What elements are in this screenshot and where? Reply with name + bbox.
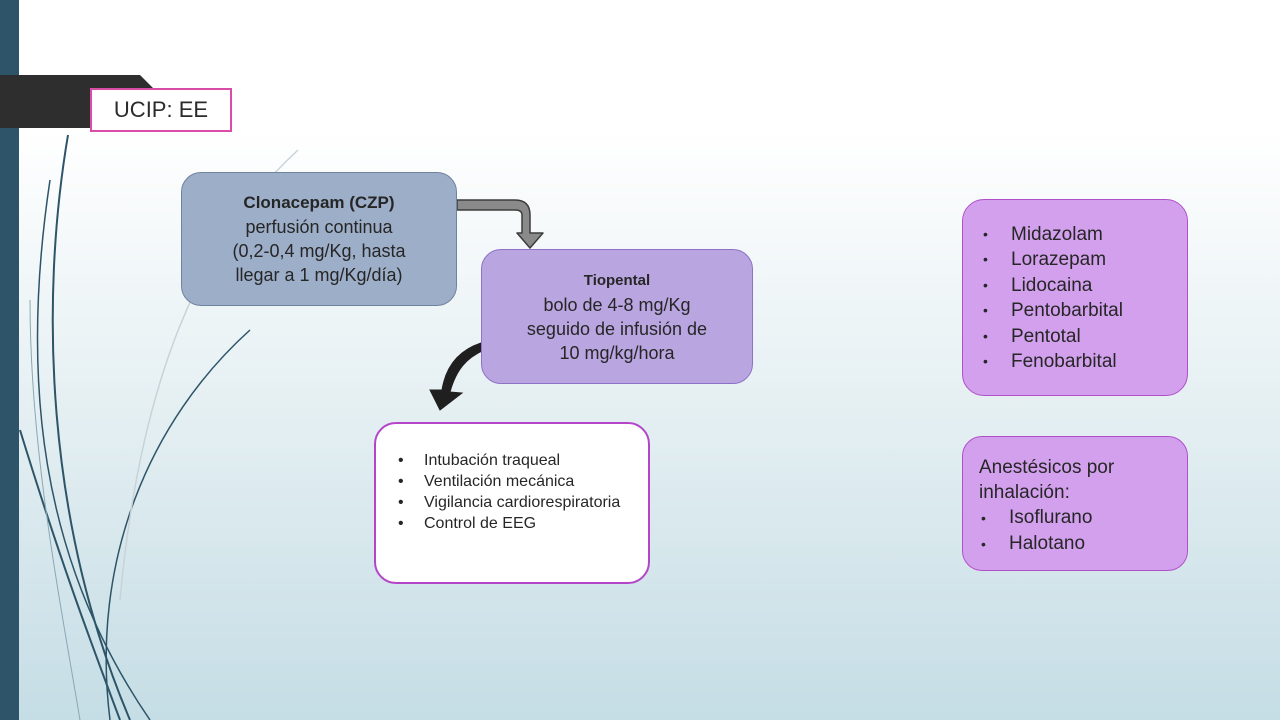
node-tiopental: Tiopental bolo de 4-8 mg/Kg seguido de i…	[481, 249, 753, 384]
care-item: Control de EEG	[398, 513, 638, 534]
tiopental-heading: Tiopental	[583, 271, 651, 289]
left-accent-bar	[0, 0, 19, 720]
bent-arrow-czp-to-tiopental	[456, 199, 544, 249]
care-item: Vigilancia cardiorespiratoria	[398, 492, 638, 513]
inhalation-item: Isoflurano	[979, 505, 1177, 531]
inhalation-heading: Anestésicos por inhalación:	[979, 457, 1115, 503]
clonacepam-line-1: perfusión continua	[245, 217, 393, 237]
node-inhalation-anesthetics: Anestésicos por inhalación: Isoflurano H…	[962, 436, 1188, 571]
drugs-list: Midazolam Lorazepam Lidocaina Pentobarbi…	[983, 222, 1177, 375]
node-care-measures: Intubación traqueal Ventilación mecánica…	[374, 422, 650, 584]
page-title: UCIP: EE	[90, 88, 232, 132]
drug-item: Lidocaina	[983, 273, 1177, 299]
tiopental-line-3: 10 mg/kg/hora	[559, 342, 675, 363]
clonacepam-line-3: llegar a 1 mg/Kg/día)	[235, 265, 403, 285]
tiopental-line-2: seguido de infusión de	[526, 318, 708, 339]
node-drugs: Midazolam Lorazepam Lidocaina Pentobarbi…	[962, 199, 1188, 396]
curved-arrow-tiopental-to-care	[429, 342, 485, 411]
care-item: Intubación traqueal	[398, 450, 638, 471]
drug-item: Fenobarbital	[983, 349, 1177, 375]
care-item: Ventilación mecánica	[398, 471, 638, 492]
drug-item: Lorazepam	[983, 247, 1177, 273]
care-measures-list: Intubación traqueal Ventilación mecánica…	[398, 450, 638, 534]
clonacepam-line-2: (0,2-0,4 mg/Kg, hasta	[232, 241, 406, 261]
decorative-curves	[19, 134, 299, 720]
clonacepam-heading: Clonacepam (CZP)	[243, 193, 395, 212]
inhalation-list: Isoflurano Halotano	[979, 505, 1177, 557]
drug-item: Pentobarbital	[983, 298, 1177, 324]
node-clonacepam: Clonacepam (CZP) perfusión continua (0,2…	[181, 172, 457, 306]
inhalation-item: Halotano	[979, 531, 1177, 557]
tiopental-line-1: bolo de 4-8 mg/Kg	[543, 294, 691, 315]
drug-item: Pentotal	[983, 324, 1177, 350]
drug-item: Midazolam	[983, 222, 1177, 248]
